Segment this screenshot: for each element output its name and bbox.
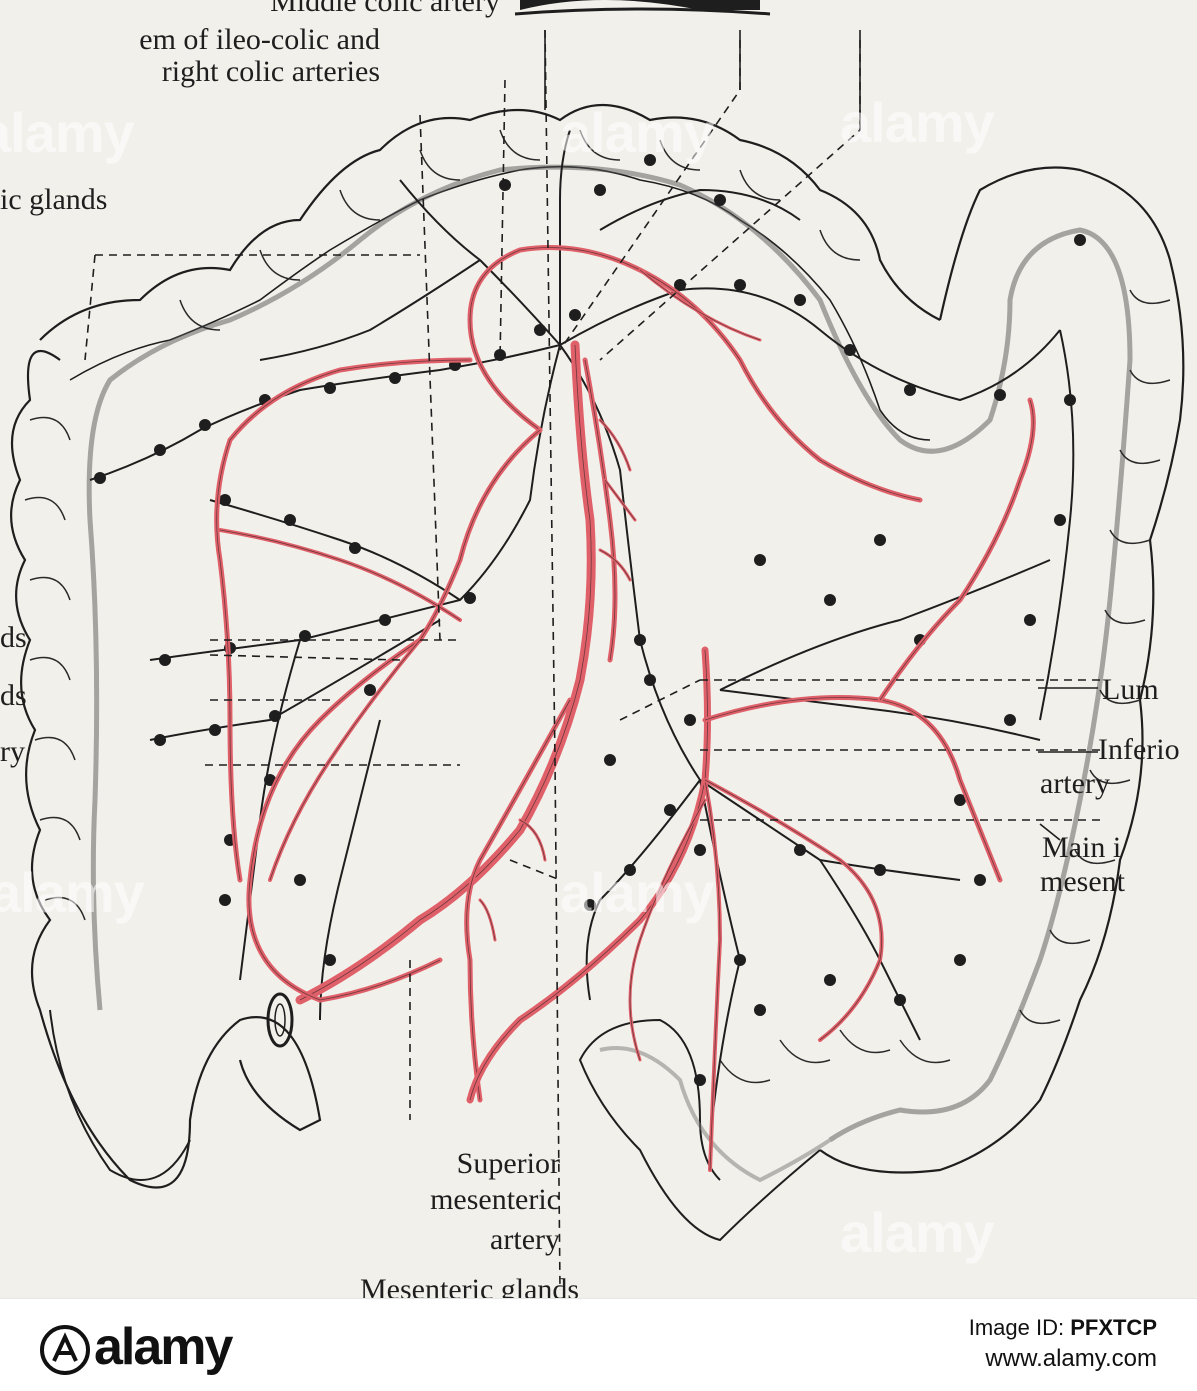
label-middle-colic-artery: Middle colic artery [270,0,500,18]
descending-colon-outline [819,166,1185,1174]
label-inferior-mesenteric-1: Inferio [1098,733,1180,766]
label-glands-1: ds [0,621,27,654]
label-main-inferior-1: Main i [1042,831,1122,864]
left-colic-upper-outline [879,399,1034,701]
short-stub-2-outline [604,479,636,521]
superior-mesenteric-trunk-outline [299,344,592,1001]
label-superior-mesenteric-1: Superior [456,1147,560,1180]
label-main-inferior-2: mesent [1040,865,1125,898]
label-mesenteric-glands: Mesenteric glands [360,1273,580,1299]
image-info: Image ID: PFXTCP www.alamy.com [969,1313,1157,1375]
footer-bar: alamy Image ID: PFXTCP www.alamy.com [0,1298,1197,1391]
colon-outer-contour [10,349,322,1189]
short-stub-3-outline [599,549,631,581]
brand-logo[interactable]: alamy [40,1317,233,1377]
label-inferior-mesenteric-2: artery [1040,767,1110,800]
brand-name: alamy [94,1318,233,1376]
right-colic-branch-outline [216,359,471,881]
label-superior-mesenteric-3: artery [490,1223,560,1256]
sigmoid-inner [599,1046,832,1183]
arteries-group [214,245,1036,1172]
image-id-label: Image ID: [968,1315,1065,1340]
solid-leader-lines [544,30,1098,841]
short-stub-5-outline [479,899,496,941]
appendix [49,1009,191,1181]
ileum-cross-section [266,992,294,1048]
site-url[interactable]: www.alamy.com [985,1345,1157,1372]
colon-diagram [10,0,1185,1291]
leader-lines [84,29,1100,1291]
sigmoid-branch-2-outline [704,779,883,1041]
alamy-logo-icon [40,1325,90,1376]
short-stub-5 [478,898,497,942]
anatomical-plate: alamy alamy alamy alamy alamy alamy Midd… [0,0,1197,1298]
superior-lower-branch-outline [466,699,571,1101]
right-colic-inner [218,528,462,622]
left-colic-branch [702,695,1003,883]
label-artery-left: ry [0,735,25,768]
transverse-colon-top [39,104,941,341]
lymph-glands [94,154,1086,1086]
haustral-folds [24,129,1171,1084]
superior-mesenteric-branch-outline [584,359,616,661]
ileo-colic-arch-outline [248,429,541,1001]
label-superior-mesenteric-2: mesenteric [430,1183,560,1216]
label-colic-glands: ic glands [0,183,108,216]
sigmoid-branch-outline [704,779,721,1171]
inferior-mesenteric-trunk-outline [469,649,708,1101]
short-stub-1-outline [599,419,631,471]
inferior-mesenteric-trunk [466,646,711,1104]
sigmoid-branch-3-outline [629,799,706,1061]
middle-colic-sub-outline [639,269,761,341]
colon-lumen-line [86,164,1133,1143]
sigmoid-colon-outline [578,1018,821,1242]
left-colic-branch-outline [704,697,1001,881]
right-colic-ileal-outline [269,639,421,881]
short-stub-4-outline [519,819,546,861]
label-glands-2: ds [0,679,27,712]
image-id-line: Image ID: PFXTCP [969,1313,1157,1343]
label-stem-line1: em of ileo-colic and [139,23,380,56]
image-id-value: PFXTCP [1070,1315,1157,1340]
superior-mesenteric-trunk [295,340,596,1005]
right-colic-inner-outline [219,529,461,621]
label-stem-line2: right colic arteries [161,55,380,88]
upper-bracket [514,7,771,16]
upper-structure-outline [520,0,760,10]
label-lumbar-glands: Lum [1102,673,1159,706]
